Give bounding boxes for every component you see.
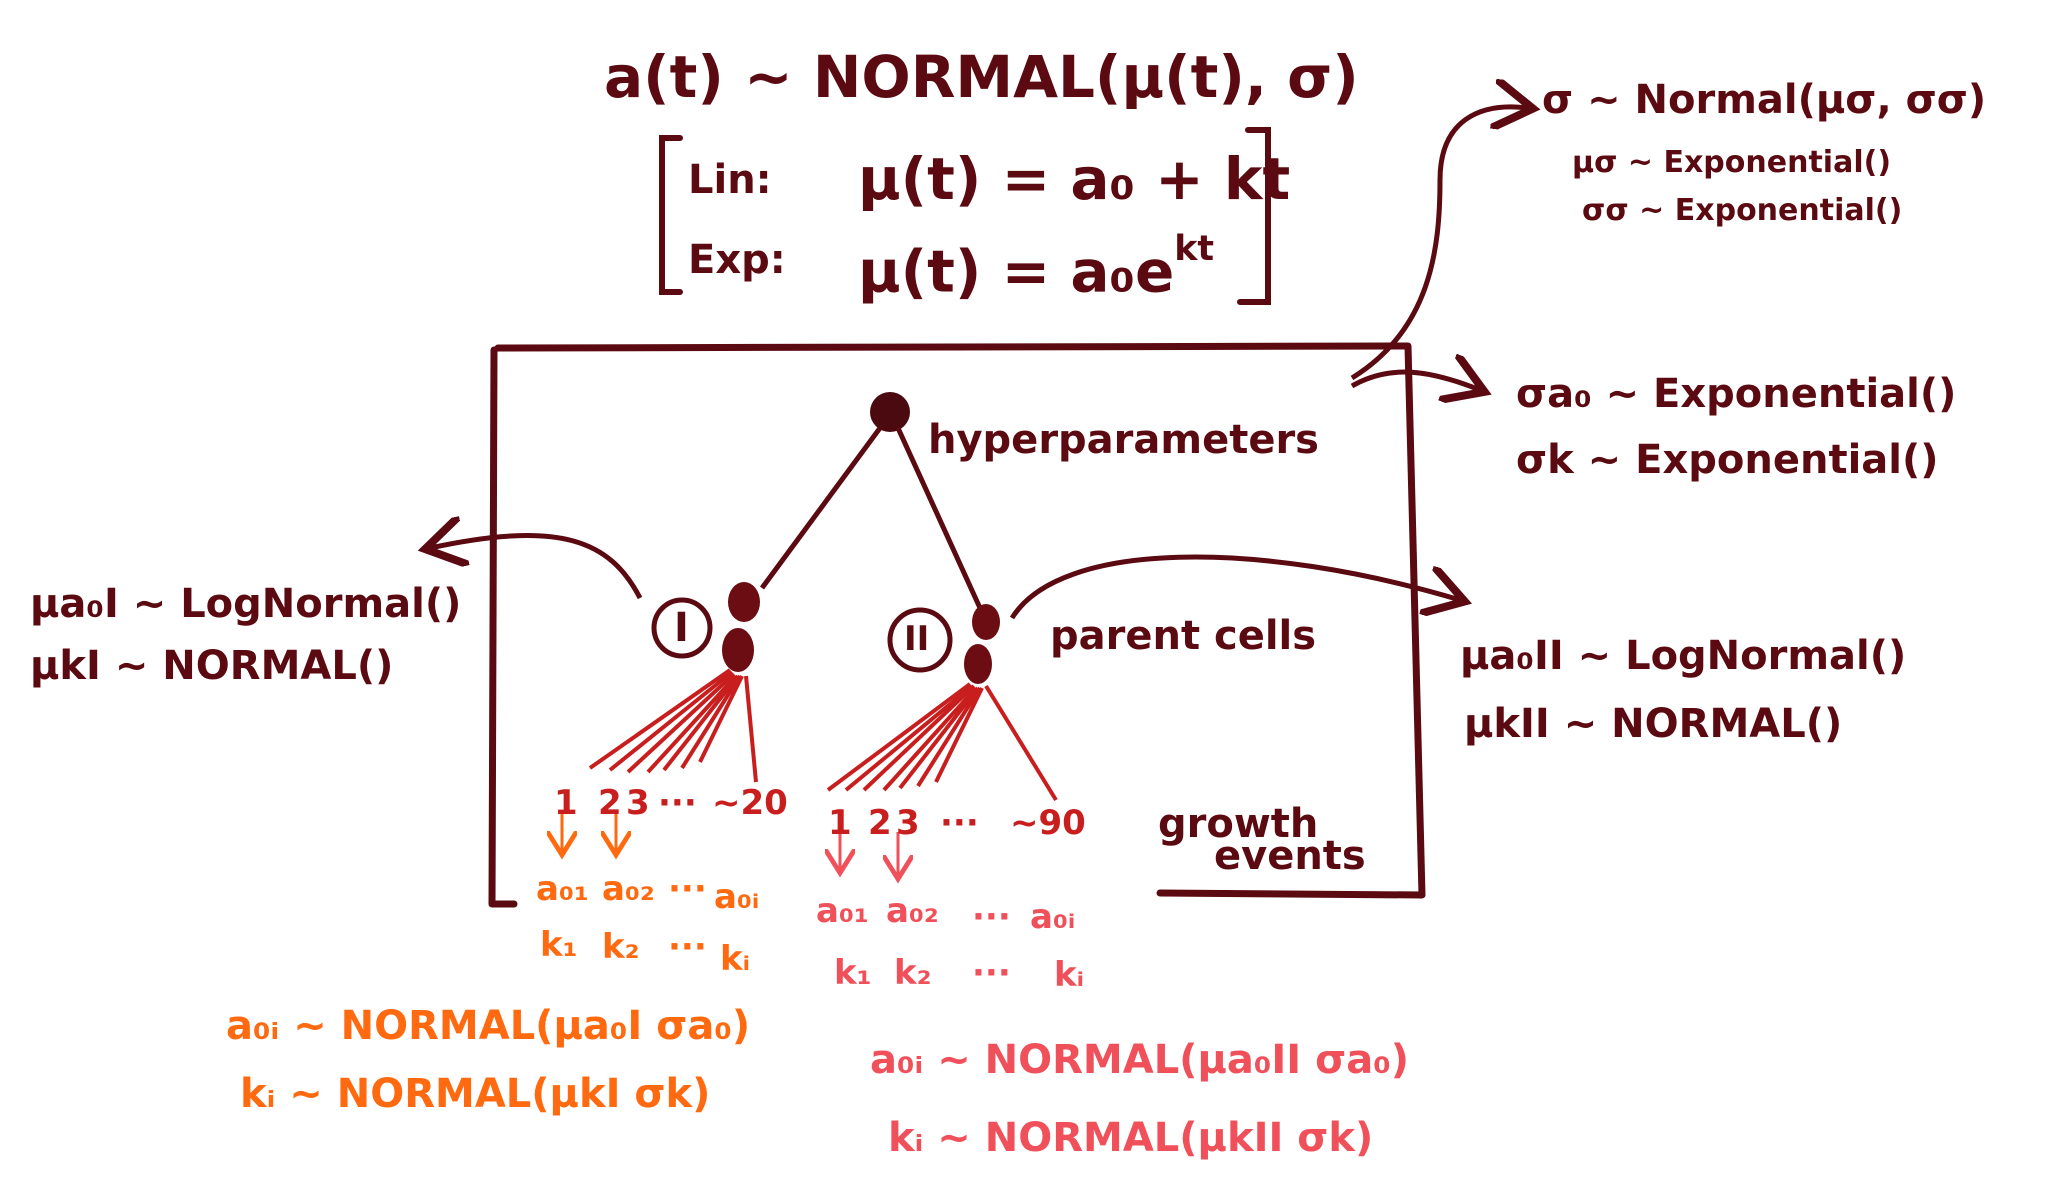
plate-box	[488, 342, 1426, 908]
group1-mu-a0-prior: μa₀I ~ LogNormal()	[30, 581, 462, 627]
sigma-sigma-prior: σσ ~ Exponential()	[1582, 193, 1903, 228]
group2-a-distribution: a₀ᵢ ~ NORMAL(μa₀II σa₀)	[870, 1037, 1410, 1083]
group1-numeral: I	[674, 605, 689, 651]
group1-a-ellipsis: ···	[668, 869, 707, 909]
group1-mu-k-prior: μkI ~ NORMAL()	[30, 643, 394, 689]
group1-a-1: a₀₁	[536, 869, 589, 909]
group2-numeral: II	[904, 619, 930, 659]
lin-label: Lin:	[688, 157, 772, 203]
left-bracket	[659, 135, 683, 295]
hyperparameter-node	[870, 392, 910, 432]
group2-k-i: kᵢ	[1054, 955, 1085, 995]
arrow-to-variance-params	[1350, 372, 1480, 390]
edge-hyper-to-group1	[759, 426, 883, 590]
exp-equation-base: μ(t) = a₀e	[858, 237, 1175, 306]
group1-k-ellipsis: ···	[668, 927, 707, 967]
group2-event-ellipsis: ···	[940, 803, 979, 843]
group1-event-2: 2	[598, 783, 622, 823]
mu-sigma-prior: μσ ~ Exponential()	[1572, 145, 1892, 180]
exp-label: Exp:	[688, 237, 786, 283]
group1-event-last: ~20	[712, 783, 788, 823]
group2-a-2: a₀₂	[886, 891, 939, 931]
parent-cell-2-top	[972, 604, 1000, 640]
arrow-to-group2-params	[1009, 554, 1460, 620]
group1-k-2: k₂	[602, 927, 640, 967]
group2-a-ellipsis: ···	[972, 897, 1011, 937]
group2-event-1: 1	[828, 803, 852, 843]
group1-badge	[651, 597, 713, 659]
sigma-a0-prior: σa₀ ~ Exponential()	[1516, 371, 1957, 417]
exp-equation-exponent: kt	[1174, 229, 1215, 269]
group1-k-1: k₁	[540, 925, 578, 965]
edge-hyper-to-group2	[895, 426, 983, 610]
group1-k-distribution: kᵢ ~ NORMAL(μkI σk)	[240, 1071, 711, 1117]
group2-mu-a0-prior: μa₀II ~ LogNormal()	[1460, 633, 1907, 679]
group2-event-last: ~90	[1010, 803, 1086, 843]
hyperparameters-label: hyperparameters	[928, 417, 1319, 463]
group2-k-ellipsis: ···	[972, 953, 1011, 993]
arrow-to-sigma	[1350, 107, 1528, 381]
group2-k-1: k₁	[834, 953, 872, 993]
group1-event-1: 1	[554, 783, 578, 823]
arrow-to-group1-params	[430, 535, 643, 600]
parent-cells-label: parent cells	[1050, 613, 1317, 659]
group1-k-i: kᵢ	[720, 939, 751, 979]
right-bracket	[1237, 127, 1271, 305]
group2-k-distribution: kᵢ ~ NORMAL(μkII σk)	[888, 1115, 1374, 1161]
parent-cell-1-top	[728, 582, 760, 622]
group1-event-3: 3	[626, 783, 650, 823]
parent-cell-1-bottom	[722, 628, 754, 672]
growth-label: growth	[1158, 801, 1319, 847]
group2-k-2: k₂	[894, 953, 932, 993]
exp-equation: μ(t) = a₀ekt	[858, 229, 1215, 301]
sigma-prior: σ ~ Normal(μσ, σσ)	[1542, 77, 1987, 123]
group1-event-ellipsis: ···	[658, 783, 697, 823]
group1-a-2: a₀₂	[602, 869, 655, 909]
group1-fan	[588, 668, 758, 783]
group2-event-2: 2	[868, 803, 892, 843]
parent-cell-2-bottom	[964, 644, 992, 684]
events-label: events	[1214, 833, 1366, 879]
group1-a-i: a₀ᵢ	[714, 877, 760, 917]
group2-badge	[887, 607, 953, 673]
group1-a-distribution: a₀ᵢ ~ NORMAL(μa₀I σa₀)	[226, 1003, 751, 1049]
sigma-k-prior: σk ~ Exponential()	[1516, 437, 1939, 483]
lin-equation: μ(t) = a₀ + kt	[858, 145, 1291, 213]
group2-a-i: a₀ᵢ	[1030, 897, 1076, 937]
group2-a-1: a₀₁	[816, 891, 869, 931]
model-equation: a(t) ~ NORMAL(μ(t), σ)	[604, 43, 1359, 111]
group2-fan	[826, 682, 1058, 802]
group2-event-3: 3	[896, 803, 920, 843]
group2-mu-k-prior: μkII ~ NORMAL()	[1464, 701, 1843, 747]
